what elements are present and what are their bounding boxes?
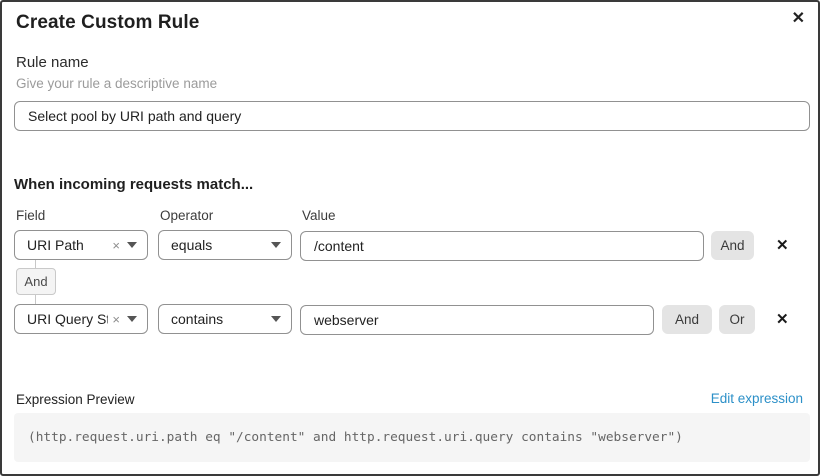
delete-row2-icon[interactable]: ✕ xyxy=(776,311,789,328)
value-input-row2[interactable] xyxy=(300,305,654,335)
operator-select-row2[interactable]: contains xyxy=(158,304,292,334)
delete-row1-icon[interactable]: ✕ xyxy=(776,237,789,254)
expression-preview-label: Expression Preview xyxy=(16,392,135,407)
and-button-row1[interactable]: And xyxy=(711,231,754,260)
chevron-down-icon xyxy=(127,316,137,322)
rule-name-hint: Give your rule a descriptive name xyxy=(16,76,218,91)
connector-and-badge[interactable]: And xyxy=(16,268,56,295)
clear-icon[interactable]: × xyxy=(112,311,120,327)
expression-preview-code: (http.request.uri.path eq "/content" and… xyxy=(28,430,683,445)
close-icon[interactable]: ✕ xyxy=(791,10,805,27)
operator-select-value: equals xyxy=(171,237,213,253)
field-select-value: URI Path xyxy=(27,237,84,253)
edit-expression-link[interactable]: Edit expression xyxy=(710,391,803,406)
operator-select-row1[interactable]: equals xyxy=(158,230,292,260)
rule-name-input[interactable] xyxy=(14,101,810,131)
rule-name-label: Rule name xyxy=(16,54,89,71)
operator-select-value: contains xyxy=(171,311,224,327)
column-label-operator: Operator xyxy=(160,208,214,223)
chevron-down-icon xyxy=(271,316,281,322)
page-title: Create Custom Rule xyxy=(16,12,200,33)
chevron-down-icon xyxy=(271,242,281,248)
expression-preview-box: (http.request.uri.path eq "/content" and… xyxy=(14,413,810,462)
chevron-down-icon xyxy=(127,242,137,248)
field-select-value: URI Query St... xyxy=(27,311,109,327)
match-heading: When incoming requests match... xyxy=(14,176,254,193)
and-button-row2[interactable]: And xyxy=(662,305,712,334)
value-input-row1[interactable] xyxy=(300,231,704,261)
clear-icon[interactable]: × xyxy=(112,237,120,253)
field-select-row1[interactable]: URI Path × xyxy=(14,230,148,260)
column-label-field: Field xyxy=(16,208,46,223)
column-label-value: Value xyxy=(302,208,336,223)
field-select-row2[interactable]: URI Query St... × xyxy=(14,304,148,334)
or-button-row2[interactable]: Or xyxy=(719,305,755,334)
